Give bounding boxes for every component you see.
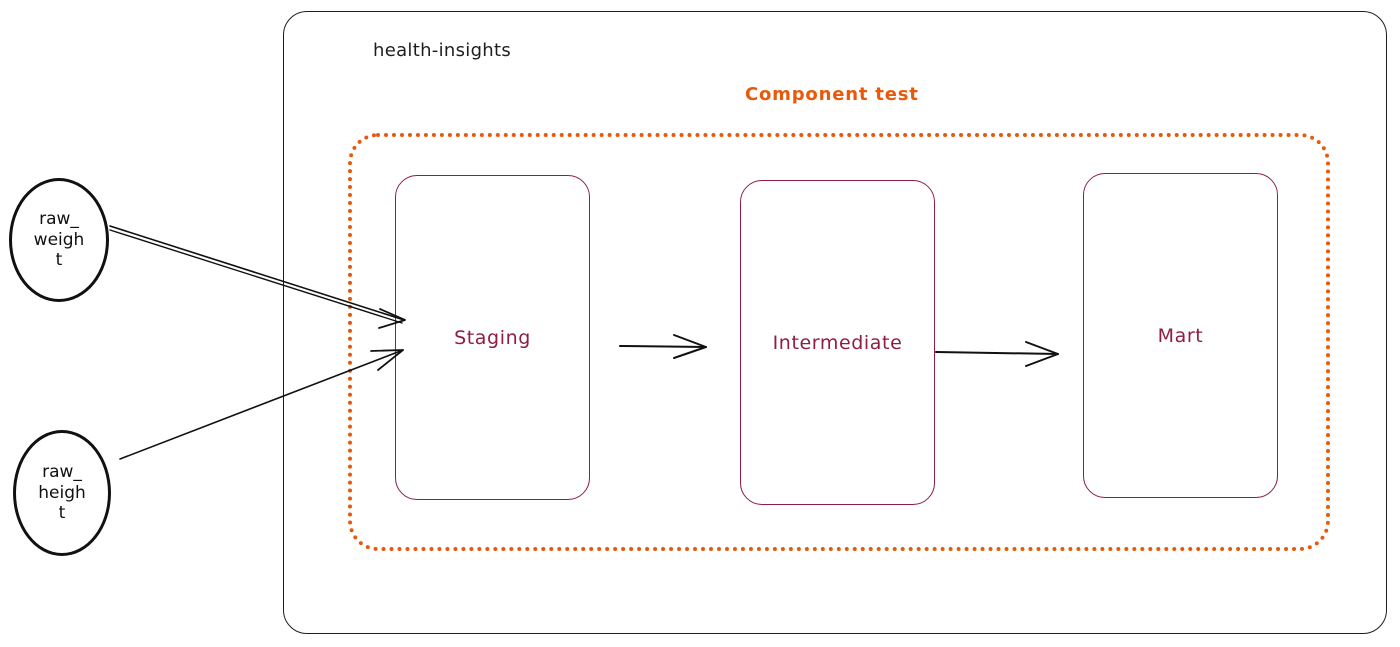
- raw-weight-source-node: raw_ weigh t: [9, 178, 109, 302]
- raw-height-label-line-2: heigh: [38, 482, 86, 503]
- raw-height-label-line-3: t: [58, 503, 66, 524]
- mart-node: Mart: [1083, 173, 1278, 498]
- raw-height-source-node: raw_ heigh t: [13, 430, 111, 556]
- mart-label: Mart: [1157, 324, 1204, 347]
- intermediate-label: Intermediate: [772, 331, 903, 354]
- staging-label: Staging: [454, 326, 531, 349]
- raw-height-label-line-1: raw_: [42, 462, 82, 483]
- raw-weight-label-line-3: t: [55, 250, 63, 271]
- component-test-label: Component test: [745, 84, 919, 105]
- system-boundary-label: health-insights: [373, 40, 512, 61]
- raw-weight-label-line-1: raw_: [39, 209, 79, 230]
- staging-node: Staging: [395, 175, 590, 500]
- raw-weight-label-line-2: weigh: [33, 229, 85, 250]
- intermediate-node: Intermediate: [740, 180, 935, 505]
- component-test-boundary: [348, 133, 1330, 551]
